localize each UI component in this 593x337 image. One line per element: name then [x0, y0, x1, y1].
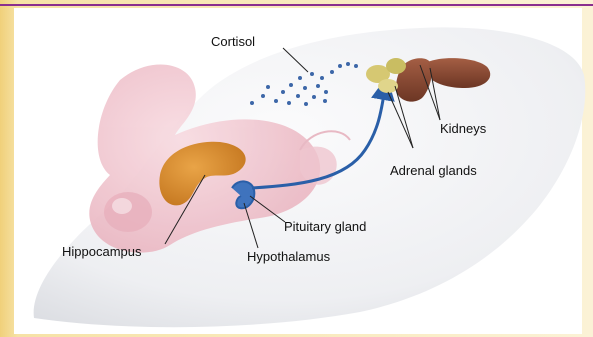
kidneys-label: Kidneys — [440, 121, 487, 136]
cortisol-label: Cortisol — [211, 34, 255, 49]
pituitary-gland-label: Pituitary gland — [284, 219, 366, 234]
hippocampus-label: Hippocampus — [62, 244, 142, 259]
adrenal-glands-label: Adrenal glands — [390, 163, 477, 178]
hypothalamus-label: Hypothalamus — [247, 249, 331, 264]
